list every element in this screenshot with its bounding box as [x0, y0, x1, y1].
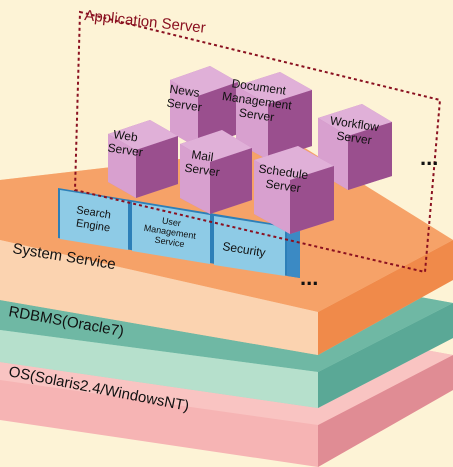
mail-server-cube: Mail Server: [180, 130, 252, 214]
news-server-cube: News Server: [166, 66, 238, 148]
schedule-server-label: Schedule Server: [256, 161, 313, 196]
workflow-server-label: Workflow Server: [327, 113, 383, 148]
mail-server-label: Mail Server: [184, 147, 223, 180]
app-server-ellipsis: ...: [420, 145, 438, 170]
document-server-label: Document Management Server: [219, 75, 298, 127]
news-server-label: News Server: [166, 82, 205, 115]
search-engine-box: [60, 190, 128, 250]
security-box: [214, 216, 285, 276]
web-server-cube: Web Server: [107, 120, 178, 198]
security-label: Security: [222, 239, 267, 260]
schedule-server-cube: Schedule Server: [254, 146, 334, 234]
user-management-box: [132, 202, 210, 264]
workflow-server-cube: Workflow Server: [318, 104, 392, 190]
document-server-cube: Document Management Server: [219, 72, 312, 160]
application-server-title: Application Server: [84, 7, 207, 37]
web-server-label: Web Server: [107, 127, 146, 160]
services-strip: Search Engine User Management Service Se…: [58, 188, 318, 290]
search-engine-label: Search Engine: [73, 204, 114, 235]
services-ellipsis: ...: [300, 265, 318, 290]
